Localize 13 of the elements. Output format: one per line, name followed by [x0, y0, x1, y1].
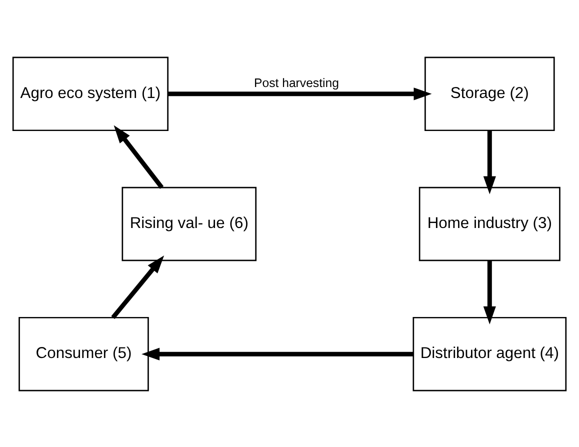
- arrow: [483, 130, 496, 194]
- node-box: Agro eco system (1): [12, 56, 169, 131]
- arrow: [483, 260, 496, 324]
- node-box: Consumer (5): [18, 316, 149, 391]
- node-box: Distributor agent (4): [412, 316, 567, 391]
- node-box: Rising val- ue (6): [122, 186, 257, 261]
- edge-label: Post harvesting: [254, 75, 339, 90]
- arrow: [114, 124, 164, 188]
- arrow: [168, 87, 432, 100]
- arrow: [111, 255, 164, 318]
- arrow: [142, 347, 414, 360]
- node-box: Home industry (3): [418, 186, 560, 261]
- node-box: Storage (2): [424, 56, 555, 131]
